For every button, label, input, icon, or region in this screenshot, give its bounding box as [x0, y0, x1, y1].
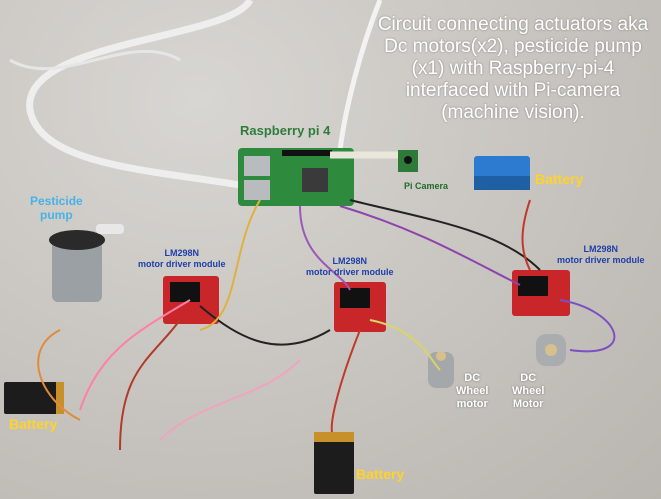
caption-title: Circuit connecting actuators aka Dc moto…: [377, 14, 649, 123]
power-cable: [9, 49, 181, 71]
motor-driver-right: [512, 270, 570, 316]
battery-left: [4, 382, 64, 414]
label-dc-motor-right: DC Wheel Motor: [512, 372, 544, 411]
label-dc-motor-left-line2: Wheel: [456, 385, 489, 397]
label-dc-motor-right-line3: Motor: [512, 398, 544, 410]
motor-driver-left: [163, 276, 219, 324]
label-dc-motor-right-line2: Wheel: [512, 385, 545, 397]
label-battery-bottom: Battery: [356, 466, 405, 482]
label-driver-left: LM298N motor driver module: [138, 248, 226, 270]
label-dc-motor-left: DC Wheel motor: [456, 372, 488, 411]
pesticide-pump: [49, 224, 124, 302]
label-battery-left: Battery: [9, 416, 58, 432]
label-driver-center: LM298N motor driver module: [306, 256, 394, 278]
battery-top-right: [474, 156, 530, 190]
label-dc-motor-left-line1: DC: [464, 372, 481, 384]
label-dc-motor-right-line1: DC: [520, 372, 537, 384]
usb-cable: [337, 0, 383, 151]
label-pi-camera: Pi Camera: [404, 181, 449, 191]
motor-driver-center: [334, 282, 386, 332]
label-battery-top-right: Battery: [535, 171, 584, 187]
label-driver-right-line1: LM298N: [583, 244, 619, 254]
label-driver-center-line1: LM298N: [332, 256, 368, 266]
label-driver-left-line1: LM298N: [164, 248, 200, 258]
label-driver-right-line2: motor driver module: [557, 255, 645, 265]
label-driver-center-line2: motor driver module: [306, 267, 394, 277]
label-driver-left-line2: motor driver module: [138, 259, 226, 269]
label-driver-right: LM298N motor driver module: [557, 244, 645, 266]
label-dc-motor-left-line3: motor: [456, 398, 488, 410]
label-pesticide-pump-line1: Pesticide: [30, 194, 83, 208]
battery-bottom: [314, 432, 354, 494]
label-pesticide-pump: Pesticide pump: [30, 194, 83, 222]
ethernet-cable: [26, 0, 254, 189]
label-raspberry-pi: Raspberry pi 4: [240, 123, 331, 138]
dc-motor-right: [536, 334, 566, 366]
dc-motor-left: [428, 351, 454, 388]
label-pesticide-pump-line2: pump: [40, 208, 73, 222]
raspberry-pi-board: [238, 148, 354, 206]
